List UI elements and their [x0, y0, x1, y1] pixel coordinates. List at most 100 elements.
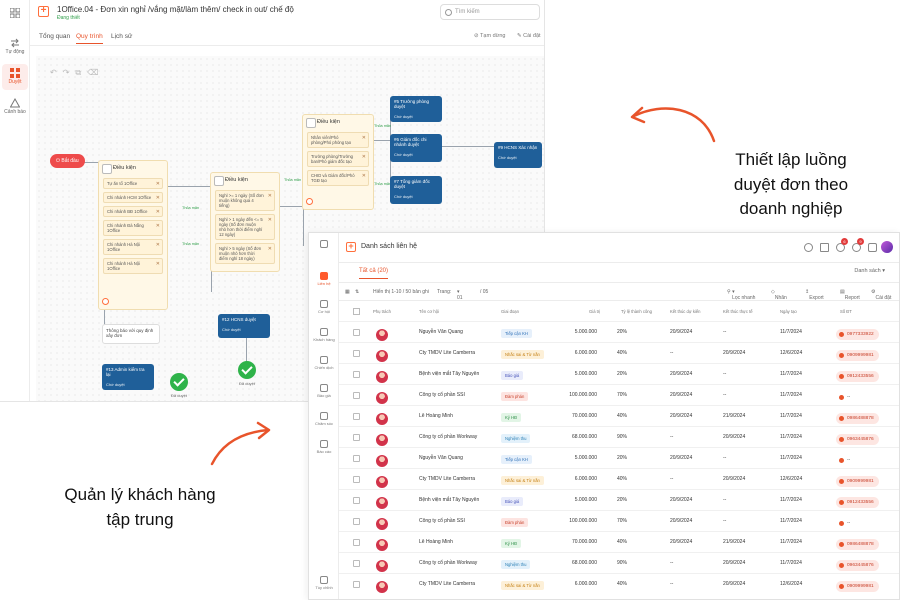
search-icon[interactable] — [804, 243, 813, 252]
rail-item-customers[interactable]: Khách hàng — [311, 325, 337, 349]
close-icon[interactable]: ✕ — [267, 217, 272, 224]
select-all-checkbox[interactable] — [353, 308, 360, 315]
condition-row[interactable]: Tự ăn tổ 1Office✕ — [103, 178, 163, 190]
row-name[interactable]: Công ty cổ phần SSI — [419, 518, 465, 524]
row-checkbox[interactable] — [353, 329, 360, 336]
row-name[interactable]: Công ty cổ phần SSI — [419, 392, 465, 398]
row-phone[interactable]: 0986488878 — [836, 413, 879, 424]
row-phone[interactable]: 0963445876 — [836, 434, 879, 445]
rail-item-quote[interactable]: Bảo giá — [311, 381, 337, 405]
rail-item-customize[interactable]: Tùy chỉnh — [311, 573, 337, 597]
avatar[interactable] — [881, 241, 893, 253]
col-stage[interactable]: Giai đoạn — [501, 309, 519, 314]
row-checkbox[interactable] — [353, 455, 360, 462]
row-checkbox[interactable] — [353, 434, 360, 441]
grid-view-icon[interactable]: ▦ — [345, 289, 350, 295]
row-name[interactable]: Lê Hoàng Minh — [419, 413, 453, 419]
row-name[interactable]: Nguyễn Văn Quang — [419, 455, 463, 461]
table-row[interactable]: Công ty cổ phần SSI Đàm phán 100.000.000… — [339, 510, 899, 531]
row-name[interactable]: Cty TMDV Lite Camberra — [419, 350, 476, 356]
row-checkbox[interactable] — [353, 497, 360, 504]
condition-node-3[interactable]: Điều kiện Nhân viên/Phó phòng/Phó phòng … — [302, 114, 374, 210]
close-icon[interactable]: ✕ — [155, 195, 160, 202]
row-checkbox[interactable] — [353, 392, 360, 399]
tab-process[interactable]: Quy trình — [76, 33, 103, 44]
row-checkbox[interactable] — [353, 581, 360, 588]
condition-row[interactable]: Chi nhánh Đà Nẵng 1Office✕ — [103, 220, 163, 237]
close-icon[interactable]: ✕ — [155, 261, 160, 268]
col-expected-end[interactable]: Kết thúc dự kiến — [670, 309, 701, 314]
tag-button[interactable]: ◇ Nhãn — [771, 289, 787, 301]
start-node[interactable]: ⏻ Bắt đầu — [50, 154, 85, 168]
row-checkbox[interactable] — [353, 560, 360, 567]
apps-grid-icon[interactable] — [311, 237, 337, 261]
row-checkbox[interactable] — [353, 476, 360, 483]
close-icon[interactable]: ✕ — [361, 135, 366, 141]
row-phone[interactable]: 0909999981 — [836, 350, 879, 361]
sort-icon[interactable]: ⇅ — [355, 289, 360, 295]
rail-item-care[interactable]: Chăm sóc — [311, 409, 337, 433]
report-button[interactable]: ▤ Report — [840, 289, 860, 301]
condition-node-1[interactable]: Điều kiện Tự ăn tổ 1Office✕ Chi nhánh HC… — [98, 160, 168, 310]
copy-icon[interactable]: ⧉ — [75, 68, 88, 77]
close-icon[interactable]: ✕ — [267, 193, 272, 199]
row-phone[interactable]: 0909999981 — [836, 476, 879, 487]
table-row[interactable]: Bệnh viện mắt Tây Nguyên Báo giá 5.000.0… — [339, 489, 899, 510]
condition-row[interactable]: Nhân viên/Phó phòng/Phó phòng tạo✕ — [307, 132, 369, 149]
condition-row[interactable]: Nghỉ > 1 ngày đến <= 5 ngày (Số đơn muộn… — [215, 214, 275, 241]
add-condition-icon[interactable] — [306, 198, 313, 205]
list-view-dropdown[interactable]: Danh sách ▾ — [854, 268, 885, 274]
row-name[interactable]: Công ty cổ phần Workway — [419, 434, 478, 440]
table-row[interactable]: Công ty cổ phần Workway Nghiệm thu 68.00… — [339, 552, 899, 573]
notify-node[interactable]: Thông báo với quy định xây đơn — [102, 324, 160, 344]
condition-row[interactable]: Chi nhánh HCM 1Office✕ — [103, 192, 163, 204]
rail-item-alert[interactable]: Cảnh báo — [2, 94, 28, 120]
page-select[interactable]: 01 ▾ — [457, 289, 463, 301]
apps-grid-icon[interactable] — [2, 4, 28, 30]
row-name[interactable]: Nguyễn Văn Quang — [419, 329, 463, 335]
row-phone[interactable]: -- — [836, 518, 855, 529]
table-row[interactable]: Bệnh viện mắt Tây Nguyên Báo giá 5.000.0… — [339, 363, 899, 384]
settings-button[interactable]: ✎ Cài đặt — [517, 33, 541, 39]
row-checkbox[interactable] — [353, 518, 360, 525]
close-icon[interactable]: ✕ — [155, 181, 160, 187]
row-phone[interactable]: 0963445876 — [836, 560, 879, 571]
condition-row[interactable]: Nghỉ > 5 ngày (Số đơn muộn nhỏ hơn thời … — [215, 243, 275, 265]
tab-all[interactable]: Tất cả (20) — [359, 268, 389, 279]
home-icon[interactable] — [868, 243, 877, 252]
col-name[interactable]: Tên cơ hội — [419, 309, 439, 314]
row-name[interactable]: Cty TMDV Lite Camberra — [419, 476, 476, 482]
row-name[interactable]: Bệnh viện mắt Tây Nguyên — [419, 371, 480, 377]
row-phone[interactable]: 0986488878 — [836, 539, 879, 550]
close-icon[interactable]: ✕ — [361, 173, 366, 180]
chat-icon[interactable] — [836, 243, 845, 252]
table-row[interactable]: Lê Hoàng Minh Ký HĐ 70.000.000 40% 20/9/… — [339, 531, 899, 552]
table-settings-button[interactable]: ⚙ Cài đặt — [871, 289, 892, 301]
row-checkbox[interactable] — [353, 539, 360, 546]
table-row[interactable]: Lê Hoàng Minh Ký HĐ 70.000.000 40% 20/9/… — [339, 405, 899, 426]
row-phone[interactable]: 0977333922 — [836, 329, 879, 340]
col-actual-end[interactable]: Kết thúc thực tế — [723, 309, 753, 314]
col-created[interactable]: Ngày tạo — [780, 309, 797, 314]
quick-filter-button[interactable]: ⚲ Lọc nhanh ▾ — [727, 289, 756, 301]
row-phone[interactable]: -- — [836, 392, 855, 403]
row-checkbox[interactable] — [353, 371, 360, 378]
row-phone[interactable]: 0909999981 — [836, 581, 879, 592]
row-name[interactable]: Bệnh viện mắt Tây Nguyên — [419, 497, 480, 503]
add-condition-icon[interactable] — [102, 298, 109, 305]
redo-icon[interactable]: ↷ — [62, 68, 76, 77]
pause-button[interactable]: ⊘ Tạm dừng — [474, 33, 506, 39]
condition-row[interactable]: Trưởng phòng/Trưởng ban/Phó giám đốc tạo… — [307, 151, 369, 168]
table-row[interactable]: Cty TMDV Lite Camberra Nhắc sai & Từ nắn… — [339, 573, 899, 594]
close-icon[interactable]: ✕ — [155, 209, 160, 216]
bell-icon[interactable] — [852, 243, 861, 252]
condition-row[interactable]: Chi nhánh Hà Nội 1Office✕ — [103, 239, 163, 256]
close-icon[interactable]: ✕ — [155, 242, 160, 249]
row-name[interactable]: Lê Hoàng Minh — [419, 539, 453, 545]
rail-item-report[interactable]: Báo cáo — [311, 437, 337, 461]
condition-row[interactable]: Chi nhánh Hà Nội 1Office✕ — [103, 258, 163, 275]
